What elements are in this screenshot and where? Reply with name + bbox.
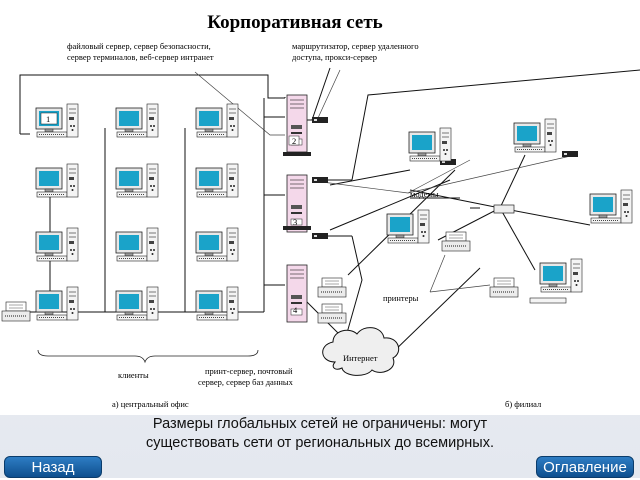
number-markers: 1 2 3 4 <box>40 112 300 315</box>
back-button[interactable]: Назад <box>4 456 102 478</box>
modems <box>312 117 578 239</box>
caption-line-1: Размеры глобальных сетей не ограничены: … <box>152 416 488 432</box>
label-internet: Интернет <box>343 353 378 363</box>
servers <box>283 94 311 323</box>
slide-caption: Размеры глобальных сетей не ограничены: … <box>60 415 580 453</box>
label-branch: б) филиал <box>505 399 542 409</box>
label-modems: модемы <box>410 189 439 199</box>
lead-lines <box>194 69 576 293</box>
marker-4: 4 <box>293 305 298 315</box>
central-office-workstations <box>1 103 239 322</box>
label-router: маршрутизатор, сервер удаленного <box>292 41 419 51</box>
label-clients: клиенты <box>118 370 149 380</box>
caption-line-2: существовать сети от региональных до все… <box>146 435 494 451</box>
contents-button[interactable]: Оглавление <box>536 456 634 478</box>
label-file-servers: файловый сервер, сервер безопасности, <box>67 41 211 51</box>
network-diagram-svg: 1 2 3 4 файловый сервер, сервер безопасн… <box>1 41 640 409</box>
marker-2: 2 <box>292 136 296 146</box>
page-title: Корпоративная сеть <box>207 12 383 33</box>
marker-1: 1 <box>46 114 50 124</box>
label-print-server-2: сервер, сервер баз данных <box>198 377 294 387</box>
label-print-server-1: принт-сервер, почтовый <box>205 366 293 376</box>
printers <box>317 231 519 324</box>
marker-3: 3 <box>293 217 297 227</box>
internet-cloud <box>322 327 400 376</box>
diagram-labels: файловый сервер, сервер безопасности, се… <box>67 41 542 409</box>
network-diagram: 1 2 3 4 файловый сервер, сервер безопасн… <box>0 40 640 415</box>
label-proxy: доступа, прокси-сервер <box>292 52 377 62</box>
label-printers: принтеры <box>383 293 419 303</box>
brace-clients <box>37 349 259 364</box>
branch-workstations <box>386 118 633 304</box>
label-terminal-servers: сервер терминалов, веб-сервер интранет <box>67 52 214 62</box>
label-central-office: а) центральный офис <box>112 399 189 409</box>
